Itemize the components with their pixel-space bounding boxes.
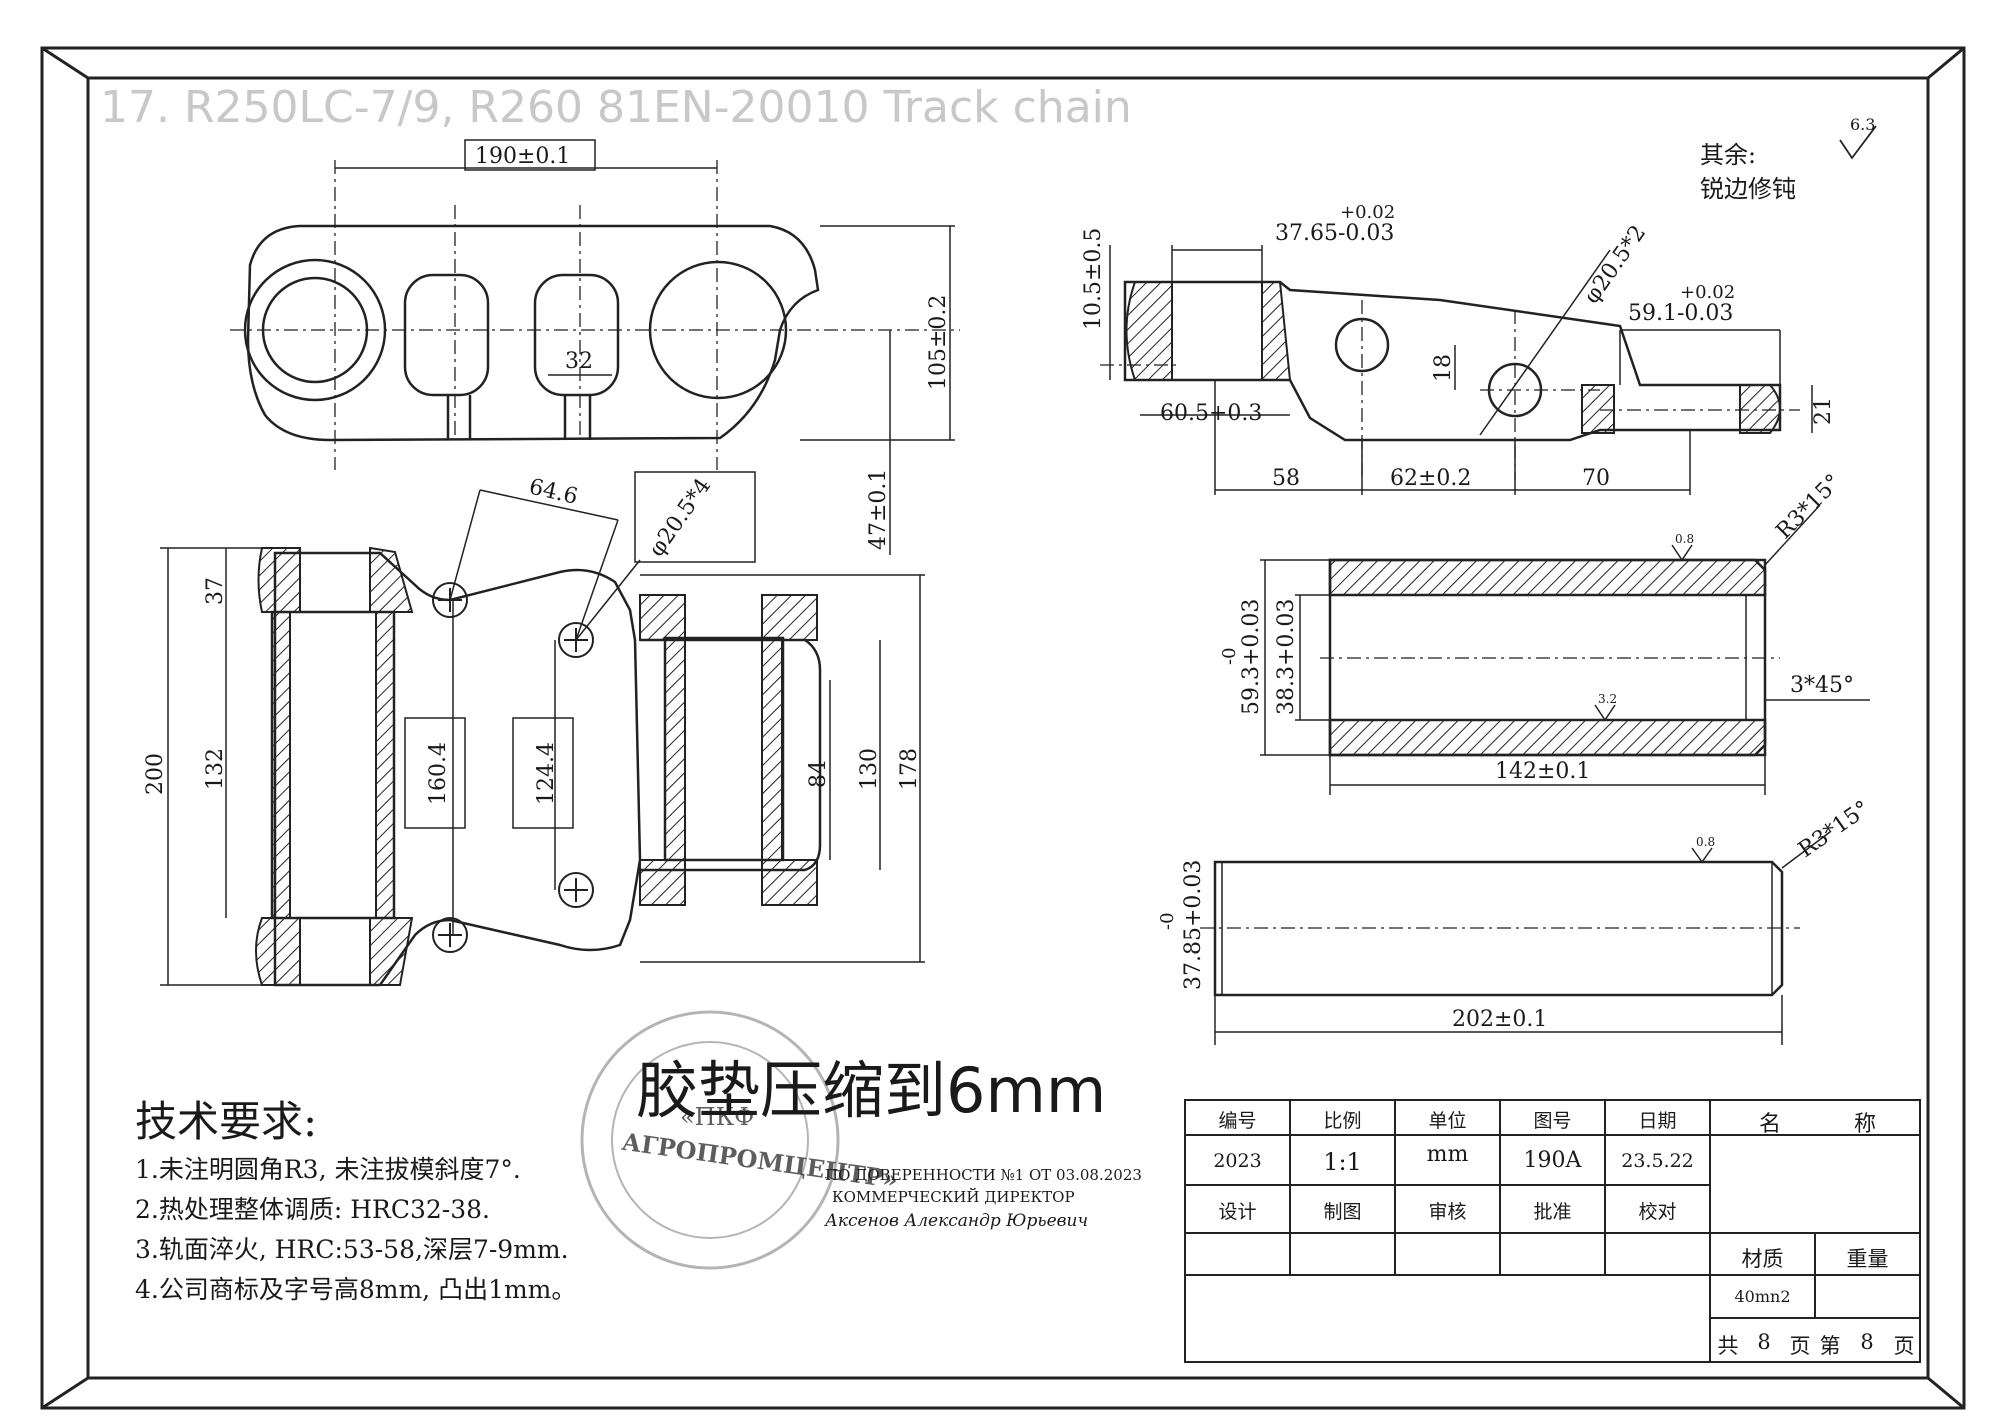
tb-header-date: 日期 bbox=[1638, 1110, 1677, 1132]
tb-header-unit: 单位 bbox=[1428, 1110, 1467, 1132]
dim-47: 47±0.1 bbox=[866, 469, 891, 550]
tech-requirements-title: 技术要求: bbox=[135, 1097, 318, 1146]
other-note-line2: 锐边修钝 bbox=[1700, 175, 1796, 203]
bushing-dim-38-3: 38.3+0.03 bbox=[1274, 599, 1299, 715]
tech-item: 1.未注明圆角R3, 未注拔模斜度7°. bbox=[135, 1155, 521, 1184]
link-side-dimlines bbox=[335, 139, 955, 555]
tb-pages-total-label: 共 bbox=[1717, 1334, 1739, 1358]
tb-value-drawing-no: 190A bbox=[1523, 1148, 1582, 1173]
dim-37-65: 37.65-0.03 bbox=[1275, 221, 1394, 246]
company-stamp bbox=[580, 1010, 840, 1270]
dim-58: 58 bbox=[1272, 466, 1300, 491]
dim-59-1-upper: +0.02 bbox=[1680, 282, 1735, 303]
link-side-view bbox=[243, 224, 820, 442]
other-surfaces-note: 其余: 锐边修钝 bbox=[1700, 138, 1796, 206]
dim-105: 105±0.2 bbox=[926, 295, 951, 390]
tb-name-label-1: 名 bbox=[1758, 1112, 1781, 1137]
dim-37: 37 bbox=[203, 577, 228, 605]
dim-21: 21 bbox=[1811, 397, 1836, 425]
bushing-view bbox=[1328, 558, 1767, 757]
stamp-center-2: АГРОПРОМЦЕНТР» bbox=[620, 1127, 900, 1194]
tb-value-scale: 1:1 bbox=[1323, 1148, 1362, 1176]
tb-pages-total: 8 bbox=[1757, 1330, 1771, 1354]
link-plan-hatch bbox=[255, 546, 818, 986]
dim-130: 130 bbox=[857, 748, 882, 790]
sheet-frame bbox=[40, 46, 1966, 1410]
tb-name-label-2: 称 bbox=[1853, 1112, 1876, 1137]
bushing-roughness-inner: 3.2 bbox=[1598, 692, 1617, 706]
tb-pages-unit: 页 bbox=[1789, 1334, 1811, 1358]
bushing-roughness-top: 0.8 bbox=[1675, 532, 1694, 546]
drawing-banner-title: 17. R250LC-7/9, R260 81EN-20010 Track ch… bbox=[100, 82, 1132, 133]
bushing-dim-59-3: 59.3+0.03 bbox=[1239, 599, 1264, 715]
link-section-centerlines bbox=[1100, 300, 1800, 480]
tb-design: 设计 bbox=[1218, 1201, 1257, 1223]
pin-dim-202: 202±0.1 bbox=[1452, 1007, 1547, 1032]
link-side-centerlines bbox=[230, 160, 960, 470]
tb-material-value: 40mn2 bbox=[1734, 1287, 1791, 1306]
dim-160-4: 160.4 bbox=[426, 742, 451, 805]
tech-item: 2.热处理整体调质: HRC32-38. bbox=[135, 1195, 490, 1224]
tb-header-scale: 比例 bbox=[1323, 1110, 1362, 1132]
bushing-dimlines bbox=[1260, 504, 1870, 795]
pin-dim-37-85-upper: -0 bbox=[1157, 912, 1178, 930]
dim-132: 132 bbox=[203, 748, 228, 790]
dim-178: 178 bbox=[897, 748, 922, 790]
tb-review: 审核 bbox=[1428, 1201, 1467, 1223]
dim-37-65-upper: +0.02 bbox=[1340, 202, 1395, 223]
dim-18: 18 bbox=[1431, 354, 1456, 382]
pin-dim-37-85: 37.85+0.03 bbox=[1181, 860, 1206, 990]
dim-phi-20-5x2: φ20.5*2 bbox=[1579, 221, 1651, 309]
tech-item: 3.轨面淬火, HRC:53-58,深层7-9mm. bbox=[135, 1235, 569, 1264]
link-section-hatch bbox=[1125, 281, 1781, 434]
dim-190: 190±0.1 bbox=[475, 144, 570, 169]
roughness-symbol bbox=[1839, 125, 1877, 160]
dim-84: 84 bbox=[806, 760, 831, 788]
stamp-side-2: КОММЕРЧЕСКИЙ ДИРЕКТОР bbox=[832, 1187, 1075, 1206]
dim-59-1: 59.1-0.03 bbox=[1628, 301, 1733, 326]
bushing-r3: R3*15° bbox=[1772, 470, 1847, 545]
stamp-side-3: Аксенов Александр Юрьевич bbox=[824, 1211, 1088, 1231]
tb-check: 校对 bbox=[1638, 1201, 1677, 1223]
tb-value-number: 2023 bbox=[1213, 1150, 1262, 1172]
tech-requirements-list: 1.未注明圆角R3, 未注拔模斜度7°. 2.热处理整体调质: HRC32-38… bbox=[135, 1150, 576, 1310]
tb-drafting: 制图 bbox=[1323, 1201, 1362, 1223]
tb-header-number: 编号 bbox=[1218, 1110, 1257, 1132]
tb-header-drawing-no: 图号 bbox=[1533, 1110, 1572, 1132]
dim-70: 70 bbox=[1582, 466, 1610, 491]
stamp-side-1: ПО ДОВЕРЕННОСТИ №1 ОТ 03.08.2023 bbox=[825, 1166, 1142, 1184]
dim-32: 32 bbox=[565, 349, 593, 374]
tb-weight-label: 重量 bbox=[1846, 1247, 1889, 1271]
tb-page-unit: 页 bbox=[1893, 1334, 1915, 1358]
pin-r3: R3*15° bbox=[1794, 796, 1874, 863]
title-block bbox=[1184, 1099, 1921, 1363]
pin-dimlines bbox=[1214, 831, 1831, 1045]
other-note-line1: 其余: bbox=[1700, 141, 1757, 169]
link-section-dimlines bbox=[1109, 245, 1813, 495]
dim-60-5: 60.5+0.3 bbox=[1160, 401, 1262, 426]
tb-page-no: 8 bbox=[1860, 1330, 1874, 1354]
bushing-dim-59-3-upper: -0 bbox=[1219, 647, 1240, 665]
dim-200: 200 bbox=[143, 753, 168, 795]
dim-phi-20-5x4: φ20.5*4 bbox=[644, 474, 716, 562]
tb-value-unit: mm bbox=[1426, 1142, 1469, 1167]
bushing-dim-142: 142±0.1 bbox=[1495, 759, 1590, 784]
link-plan-dimlines bbox=[160, 471, 925, 986]
stamp-center-1: «ПКФ bbox=[680, 1103, 754, 1131]
pin-roughness: 0.8 bbox=[1696, 835, 1715, 849]
dim-10-5: 10.5±0.5 bbox=[1081, 228, 1106, 330]
tb-material-label: 材质 bbox=[1741, 1247, 1784, 1271]
tb-page-no-label: 第 bbox=[1819, 1334, 1841, 1358]
dim-62: 62±0.2 bbox=[1390, 466, 1471, 491]
link-plan-bolt-holes bbox=[432, 582, 594, 953]
tb-value-date: 23.5.22 bbox=[1621, 1150, 1694, 1172]
dim-64-6: 64.6 bbox=[527, 474, 580, 509]
dim-124-4: 124.4 bbox=[534, 742, 559, 805]
tech-item: 4.公司商标及字号高8mm, 凸出1mm。 bbox=[135, 1275, 577, 1304]
rubber-pad-note: 胶垫压缩到6mm bbox=[636, 1054, 1107, 1127]
tb-approve: 批准 bbox=[1533, 1201, 1572, 1223]
roughness-value: 6.3 bbox=[1850, 115, 1875, 134]
bushing-chamfer: 3*45° bbox=[1790, 673, 1854, 698]
